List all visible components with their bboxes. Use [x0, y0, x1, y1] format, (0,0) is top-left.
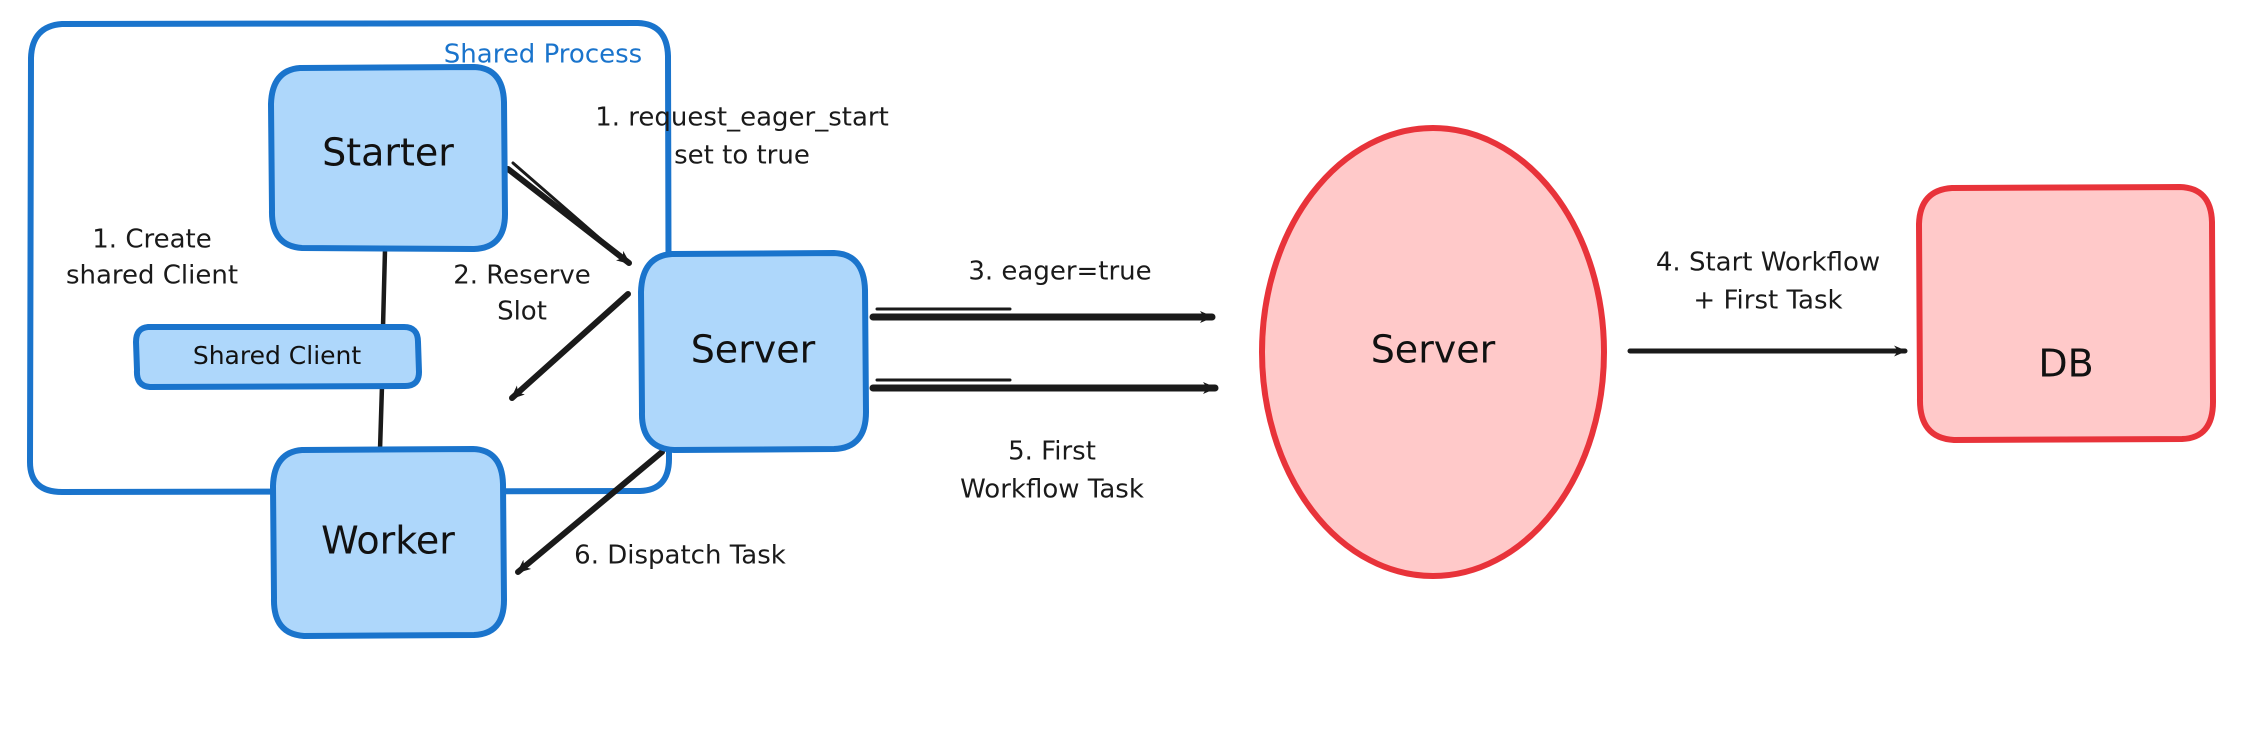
node-starter[interactable]: Starter [268, 64, 508, 252]
edge-label-line: 5. First [1008, 437, 1096, 467]
worker-shape [270, 446, 507, 639]
edge-label-line: 6. Dispatch Task [574, 541, 786, 571]
node-worker[interactable]: Worker [270, 446, 507, 639]
edge-label-first-workflow-task: 5. First Workflow Task [960, 437, 1144, 505]
node-sdk[interactable]: Server [638, 250, 869, 453]
edge-label-line: 4. Start Workflow [1656, 248, 1880, 278]
edge-label-line: 2. Reserve [453, 261, 591, 291]
edge-label-start-workflow-first-task: 4. Start Workflow + First Task [1656, 248, 1880, 316]
server-shape [1259, 125, 1607, 579]
arrow-sdk-to-worker-dispatch [515, 449, 665, 575]
edge-label-eager-true: 3. eager=true [968, 257, 1151, 287]
edge-label-line: shared Client [66, 261, 238, 291]
edge-label-create-shared-client: 1. Create shared Client [66, 225, 238, 291]
node-shared-client[interactable]: Shared Client [133, 324, 422, 390]
starter-shape [268, 64, 508, 252]
shared-client-shape [133, 324, 422, 390]
server-label: Server [1371, 328, 1496, 372]
edge-label-line: 1. request_eager_start [595, 103, 889, 133]
edge-label-line: set to true [674, 141, 810, 171]
sdk-shape [638, 250, 869, 453]
edge-label-line: 1. Create [92, 225, 211, 255]
worker-label: Worker [321, 519, 455, 563]
arrow-starter-to-sdk-sketch [511, 161, 622, 258]
node-server[interactable]: Server [1259, 125, 1607, 579]
arrow-sdk-to-worker-reserve [509, 291, 631, 401]
node-db[interactable]: DB [1916, 184, 2216, 443]
shared-process-border [27, 20, 672, 495]
starter-label: Starter [322, 131, 454, 175]
connector-starter-shared-client [380, 247, 388, 330]
db-label: DB [2038, 342, 2093, 386]
edge-label-line: 3. eager=true [968, 257, 1151, 287]
edge-label-line: + First Task [1693, 286, 1842, 316]
edge-label-line: Slot [497, 297, 547, 327]
sdk-label: Server [691, 328, 816, 372]
edge-label-request-eager-start: 1. request_eager_start set to true [595, 103, 889, 171]
shared-client-label: Shared Client [193, 341, 362, 370]
connector-shared-client-worker [377, 383, 385, 453]
db-shape [1916, 184, 2216, 443]
edge-label-reserve-slot: 2. Reserve Slot [453, 261, 591, 327]
edge-label-line: Workflow Task [960, 475, 1144, 505]
edge-label-dispatch-task: 6. Dispatch Task [574, 541, 786, 571]
